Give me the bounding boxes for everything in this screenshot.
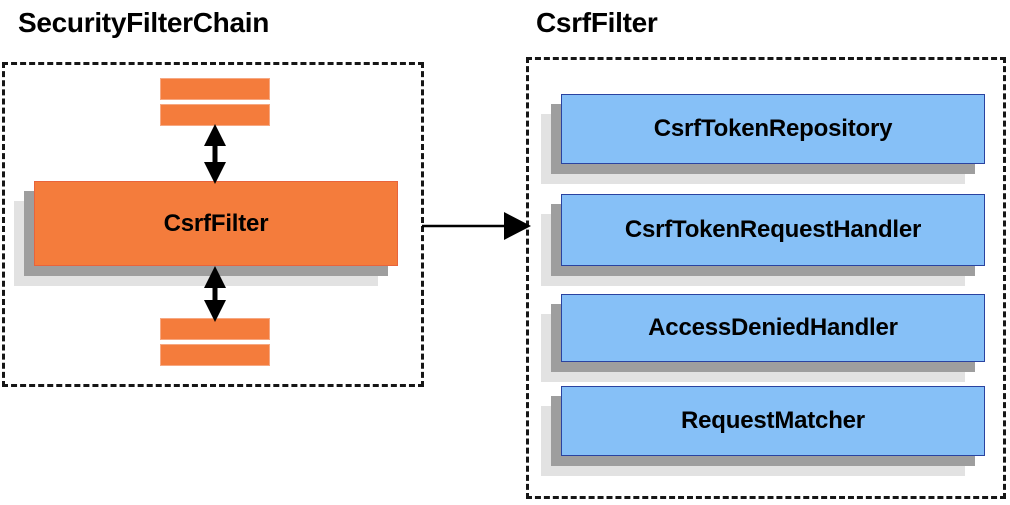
node-label: RequestMatcher [681,407,865,434]
container-security-filter-chain [2,62,424,387]
node-label: CsrfTokenRepository [653,115,893,142]
filter-stub-top-second [160,104,270,126]
container-csrf-filter [526,57,1006,499]
node-label: AccessDeniedHandler [648,314,898,341]
node-csrf-filter[interactable]: CsrfFilter [14,181,398,286]
panel-title-security-filter-chain: SecurityFilterChain [18,7,270,38]
node-face: AccessDeniedHandler [561,294,985,362]
node-access-denied-handler[interactable]: AccessDeniedHandler [541,294,985,382]
filter-stub-bottom-first [160,318,270,340]
panel-title-csrf-filter: CsrfFilter [536,7,658,38]
node-face: RequestMatcher [561,386,985,456]
node-label: CsrfTokenRequestHandler [624,216,922,243]
filter-stub-top-first [160,78,270,100]
node-face: CsrfTokenRepository [561,94,985,164]
arrow-expand-detail [422,212,531,240]
node-request-matcher[interactable]: RequestMatcher [541,386,985,476]
node-csrf-token-request-handler[interactable]: CsrfTokenRequestHandler [541,194,985,286]
node-face: CsrfFilter [34,181,398,266]
filter-stub-bottom-second [160,344,270,366]
node-label: CsrfFilter [163,209,269,237]
node-csrf-token-repository[interactable]: CsrfTokenRepository [541,94,985,184]
node-face: CsrfTokenRequestHandler [561,194,985,266]
